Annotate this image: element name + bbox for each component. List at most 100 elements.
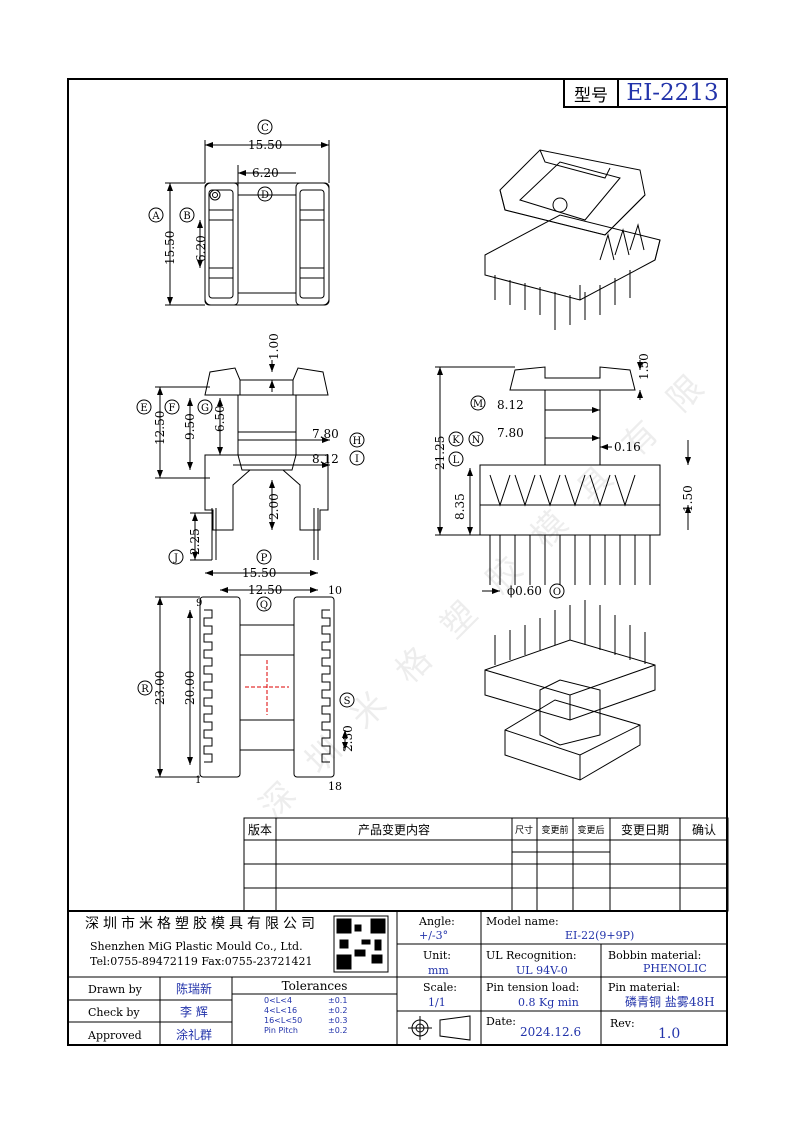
angle-label: Angle: [419, 915, 455, 928]
tolerance-row: 4<L<16±0.2 [264, 1006, 348, 1015]
label-f: F [169, 403, 176, 414]
rev-header-size: 尺寸 [515, 824, 533, 836]
rev-header-content: 产品变更内容 [358, 822, 430, 837]
iso-view-bottom [484, 600, 656, 781]
drawn-by-value: 陈瑞新 [176, 982, 213, 996]
pin-label-10: 10 [328, 584, 342, 597]
label-o: O [553, 587, 561, 598]
angle-value: +/-3° [419, 929, 449, 942]
pin-tension-value: 0.8 Kg min [518, 996, 579, 1009]
rev-header-before: 变更前 [541, 824, 568, 836]
label-d: D [261, 190, 269, 201]
date-value: 2024.12.6 [520, 1025, 582, 1039]
dim-f-height: 9.50 [183, 413, 197, 440]
label-m: M [473, 399, 483, 410]
bobbin-material-label: Bobbin material: [608, 949, 702, 962]
ul-label: UL Recognition: [486, 949, 577, 962]
ul-value: UL 94V-0 [516, 964, 568, 977]
pin-material-value: 磷青铜 盐雾48H [625, 995, 715, 1009]
dim-right-150: 1.50 [681, 485, 695, 512]
front-view [435, 360, 691, 594]
label-c: C [261, 123, 269, 134]
approved-value: 涂礼群 [176, 1028, 213, 1042]
rev-value: 1.0 [658, 1026, 681, 1042]
dim-b-height: 6.20 [194, 235, 208, 262]
label-b: B [183, 211, 190, 222]
label-q: Q [260, 600, 268, 611]
scale-value: 1/1 [428, 996, 446, 1009]
dim-q-width: 12.50 [248, 583, 282, 597]
revision-table-grid [243, 817, 729, 912]
dim-j-pin: 2.25 [188, 528, 202, 555]
dim-h-width: 7.80 [312, 427, 339, 441]
label-j: J [173, 553, 178, 564]
dim-835: 8.35 [453, 493, 467, 520]
company-contact: Tel:0755-89472119 Fax:0755-23721421 [90, 955, 313, 968]
rev-header-date: 变更日期 [621, 822, 669, 837]
tolerance-row: 16<L<50±0.3 [264, 1016, 348, 1025]
title-block-grid [67, 910, 728, 1046]
unit-label: Unit: [423, 949, 451, 962]
tolerances-list: 0<L<4±0.1 4<L<16±0.2 16<L<50±0.3 Pin Pit… [264, 996, 394, 1036]
dim-s-pitch: 2.50 [341, 725, 355, 752]
label-a: A [151, 211, 160, 222]
tolerances-title: Tolerances [281, 979, 348, 993]
label-n: N [472, 435, 481, 446]
model-header-value: EI-2213 [626, 80, 719, 106]
rev-label: Rev: [610, 1017, 635, 1030]
label-g: G [201, 403, 209, 414]
label-s: S [344, 696, 351, 707]
tolerance-row: Pin Pitch±0.2 [264, 1026, 348, 1035]
dim-016: 0.16 [614, 440, 641, 454]
rev-header-version: 版本 [248, 823, 272, 837]
model-header-label: 型号 [565, 80, 619, 106]
dim-n-width: 7.80 [497, 426, 524, 440]
pin-material-label: Pin material: [608, 981, 680, 994]
dim-top-1: 1.00 [267, 333, 281, 360]
dim-m-width: 8.12 [497, 398, 524, 412]
dim-pin-dia: ϕ0.60 [507, 584, 542, 598]
bobbin-material-value: PHENOLIC [643, 962, 707, 975]
dim-e-height: 12.50 [153, 411, 167, 445]
company-name-en: Shenzhen MiG Plastic Mould Co., Ltd. [90, 940, 303, 953]
label-k: K [452, 435, 460, 446]
approved-label: Approved [88, 1029, 142, 1042]
dim-top-150: 1.50 [637, 353, 651, 380]
pin-label-18: 18 [328, 780, 342, 793]
dim-a-height: 15.50 [163, 231, 177, 265]
date-label: Date: [486, 1015, 517, 1028]
bottom-view [155, 570, 348, 778]
check-by-label: Check by [88, 1006, 140, 1019]
iso-view-top [484, 149, 661, 330]
dim-center-2: 2.00 [267, 493, 281, 520]
label-h: H [353, 436, 362, 447]
dim-r-height: 23.00 [153, 671, 167, 705]
dim-20-height: 20.00 [183, 671, 197, 705]
dim-c-width: 15.50 [248, 138, 282, 152]
dim-21-height: 21.25 [433, 436, 447, 470]
check-by-value: 李 辉 [180, 1005, 208, 1019]
top-view [165, 140, 330, 306]
tolerance-row: 0<L<4±0.1 [264, 996, 348, 1005]
dim-g-height: 6.50 [213, 405, 227, 432]
pin-label-9: 9 [196, 598, 202, 609]
dim-p-width: 15.50 [242, 566, 276, 580]
model-header: 型号 EI-2213 [563, 78, 728, 108]
label-e: E [140, 403, 147, 414]
side-view [155, 360, 330, 561]
rev-header-after: 变更后 [577, 824, 604, 836]
label-i: I [355, 454, 359, 465]
scale-label: Scale: [423, 981, 457, 994]
label-l: L [453, 455, 460, 466]
unit-value: mm [428, 964, 449, 977]
pin-label-1: 1 [195, 775, 201, 786]
company-name-cn: 深圳市米格塑胶模具有限公司 [85, 916, 319, 932]
drawn-by-label: Drawn by [88, 983, 142, 996]
model-name-label: Model name: [486, 915, 559, 928]
label-r: R [141, 684, 149, 695]
dim-d-width: 6.20 [252, 166, 279, 180]
label-p: P [261, 553, 268, 564]
pin-tension-label: Pin tension load: [486, 981, 580, 994]
rev-header-confirm: 确认 [692, 823, 716, 837]
